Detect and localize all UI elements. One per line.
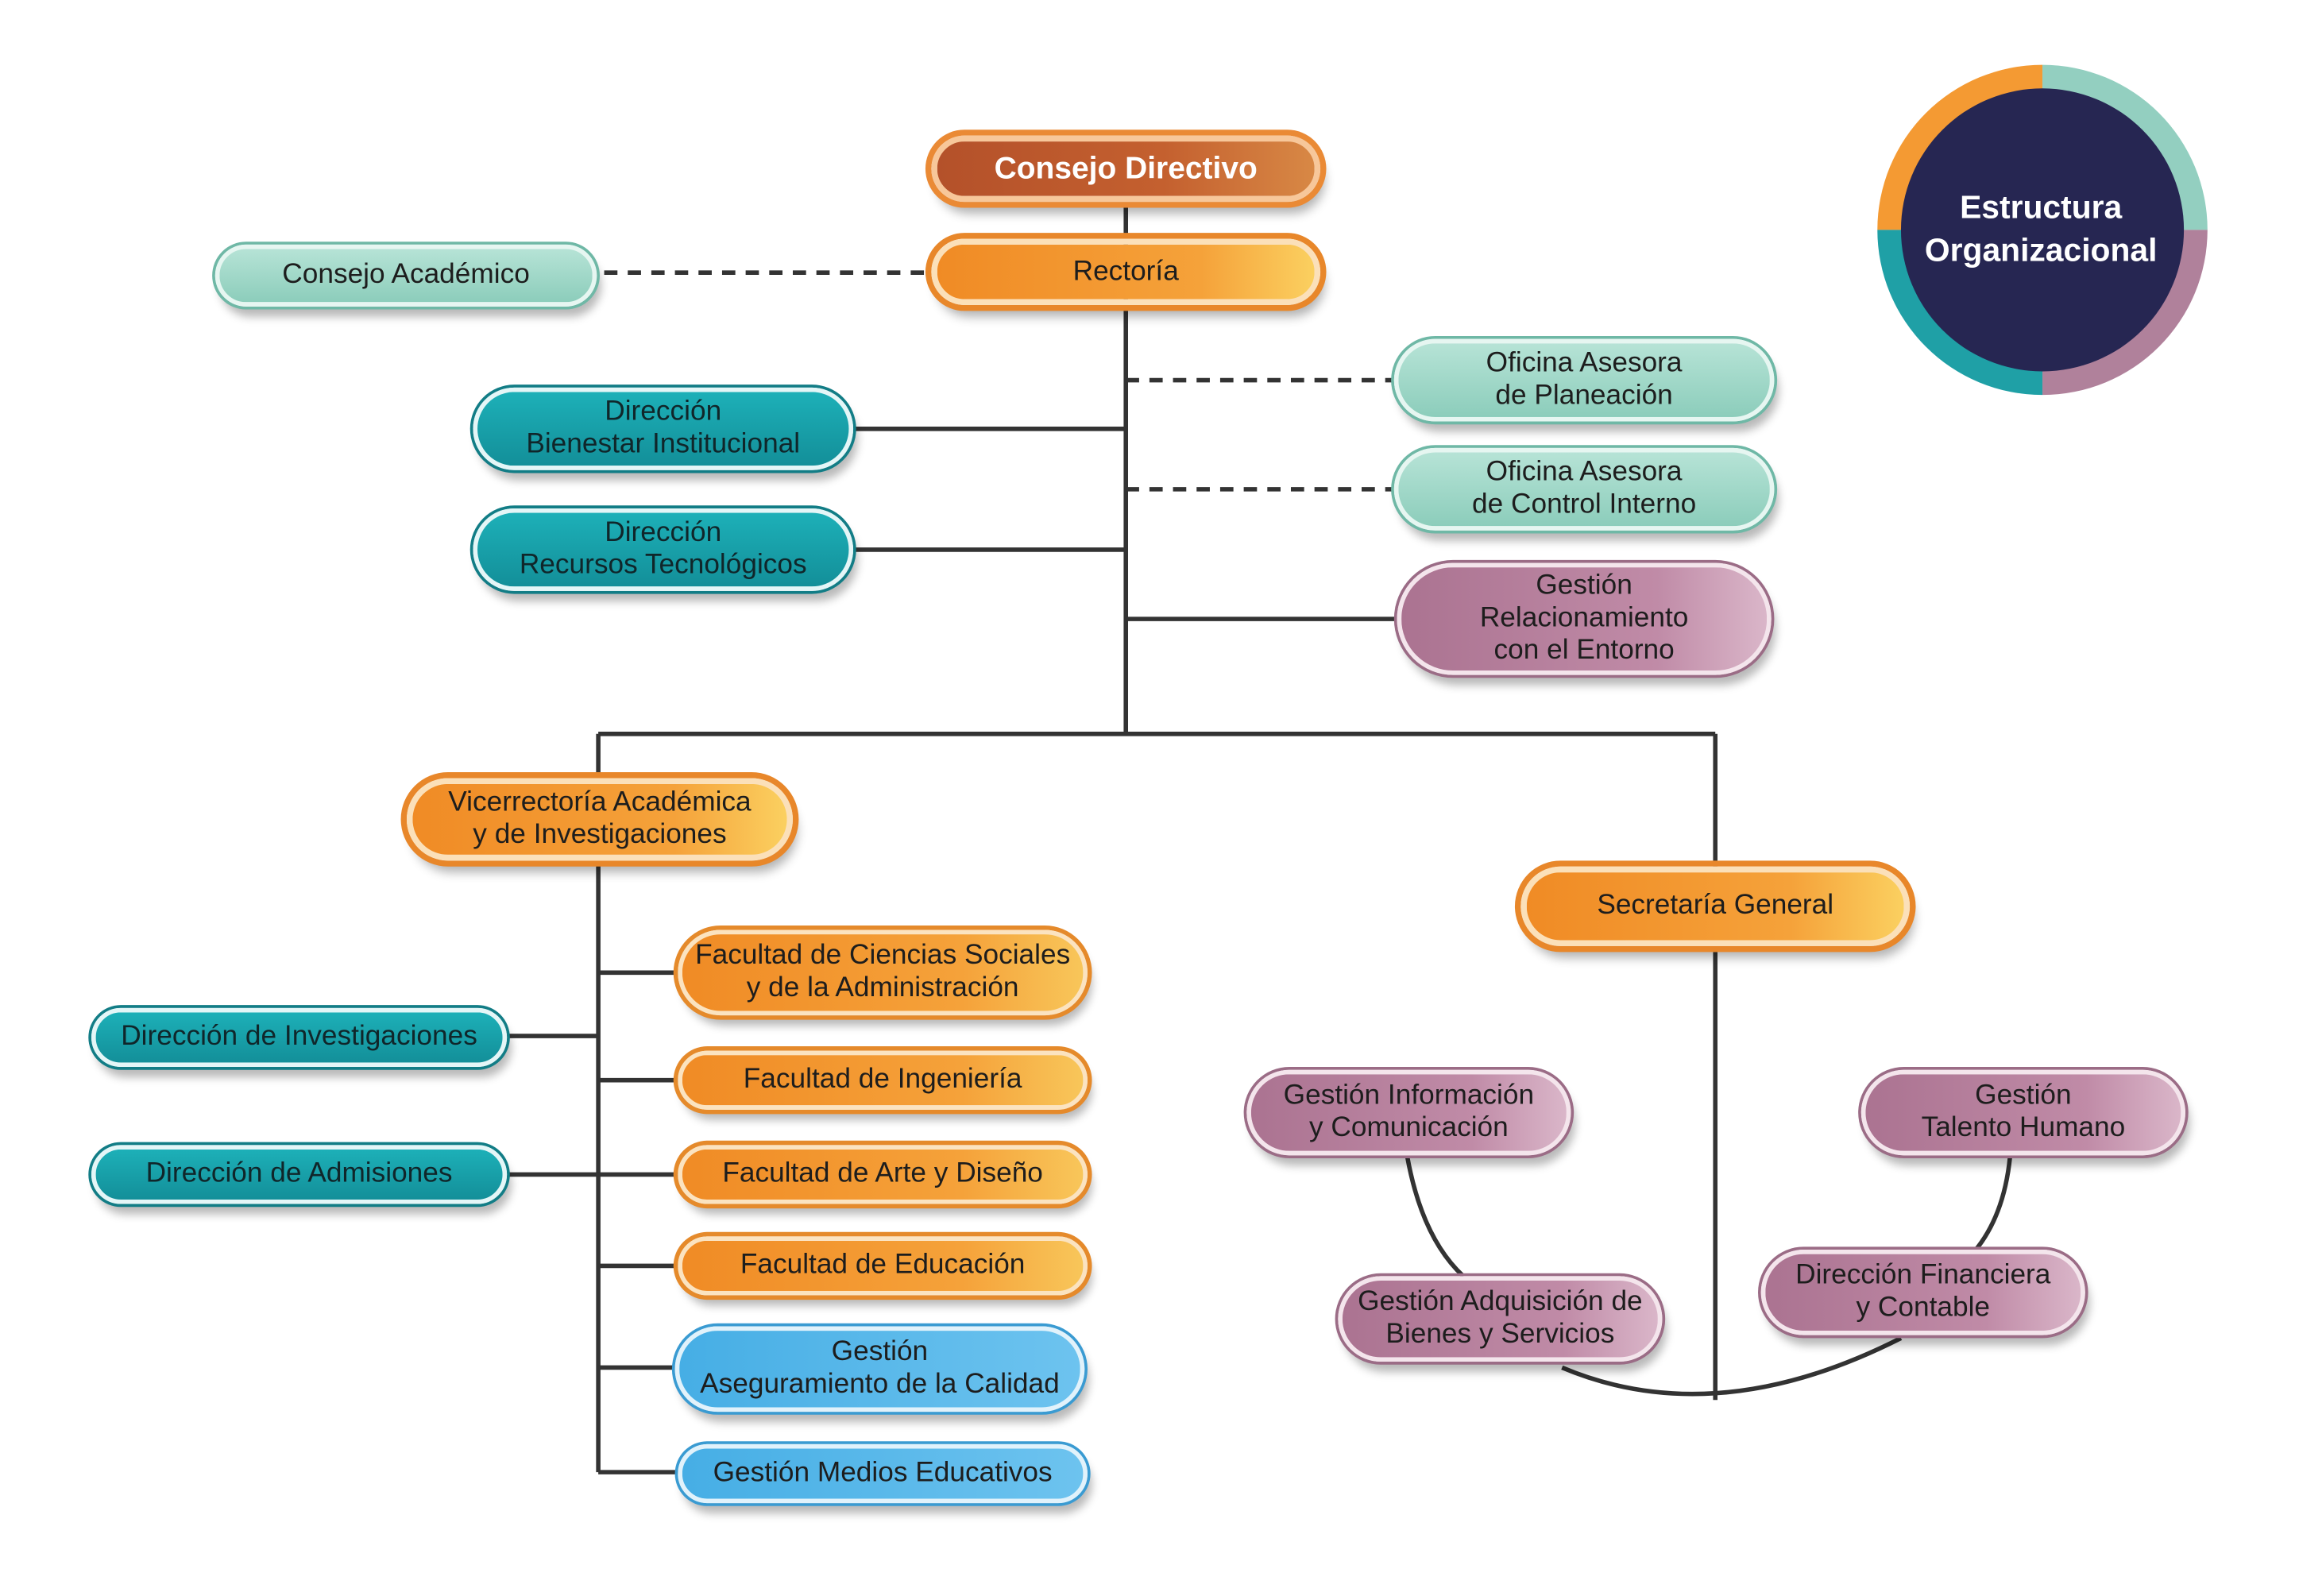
node-facultad-educacion[interactable]: Facultad de Educación bbox=[678, 1236, 1088, 1296]
node-gestion-relacionamiento[interactable]: Gestión Relacionamiento con el Entorno bbox=[1397, 562, 1772, 675]
node-secretaria-general[interactable]: Secretaría General bbox=[1520, 866, 1911, 946]
node-direccion-investigaciones[interactable]: Dirección de Investigaciones bbox=[91, 1007, 508, 1068]
node-direccion-bienestar[interactable]: Dirección Bienestar Institucional bbox=[473, 387, 854, 470]
node-consejo-directivo[interactable]: Consejo Directivo bbox=[931, 135, 1321, 203]
node-direccion-admisiones[interactable]: Dirección de Admisiones bbox=[91, 1145, 508, 1204]
node-oficina-planeacion[interactable]: Oficina Asesora de Planeación bbox=[1393, 338, 1775, 422]
node-gestion-talento[interactable]: Gestión Talento Humano bbox=[1860, 1069, 2185, 1156]
node-gestion-adquisicion[interactable]: Gestión Adquisición de Bienes y Servicio… bbox=[1338, 1276, 1663, 1362]
badge-title-line1: Estructura bbox=[1960, 188, 2123, 226]
node-gestion-calidad[interactable]: Gestión Aseguramiento de la Calidad bbox=[674, 1326, 1085, 1412]
structure-badge bbox=[1877, 64, 2208, 396]
node-facultad-sociales[interactable]: Facultad de Ciencias Sociales y de la Ad… bbox=[678, 929, 1088, 1016]
node-vicerrectoria[interactable]: Vicerrectoría Académica y de Investigaci… bbox=[406, 778, 793, 861]
badge-title-line2: Organizacional bbox=[1924, 231, 2158, 269]
node-gestion-informacion[interactable]: Gestión Información y Comunicación bbox=[1246, 1069, 1571, 1156]
badge-core bbox=[1900, 88, 2185, 372]
node-rectoria[interactable]: Rectoría bbox=[931, 238, 1321, 305]
node-oficina-control[interactable]: Oficina Asesora de Control Interno bbox=[1393, 447, 1775, 531]
node-facultad-ingenieria[interactable]: Facultad de Ingeniería bbox=[678, 1050, 1088, 1110]
badge-title: Estructura Organizacional bbox=[1901, 186, 2181, 272]
node-gestion-medios[interactable]: Gestión Medios Educativos bbox=[678, 1443, 1088, 1504]
node-direccion-recursos[interactable]: Dirección Recursos Tecnológicos bbox=[473, 508, 854, 591]
node-facultad-arte[interactable]: Facultad de Arte y Diseño bbox=[678, 1145, 1088, 1204]
node-direccion-financiera[interactable]: Dirección Financiera y Contable bbox=[1760, 1250, 2085, 1335]
node-consejo-academico[interactable]: Consejo Académico bbox=[214, 244, 597, 307]
